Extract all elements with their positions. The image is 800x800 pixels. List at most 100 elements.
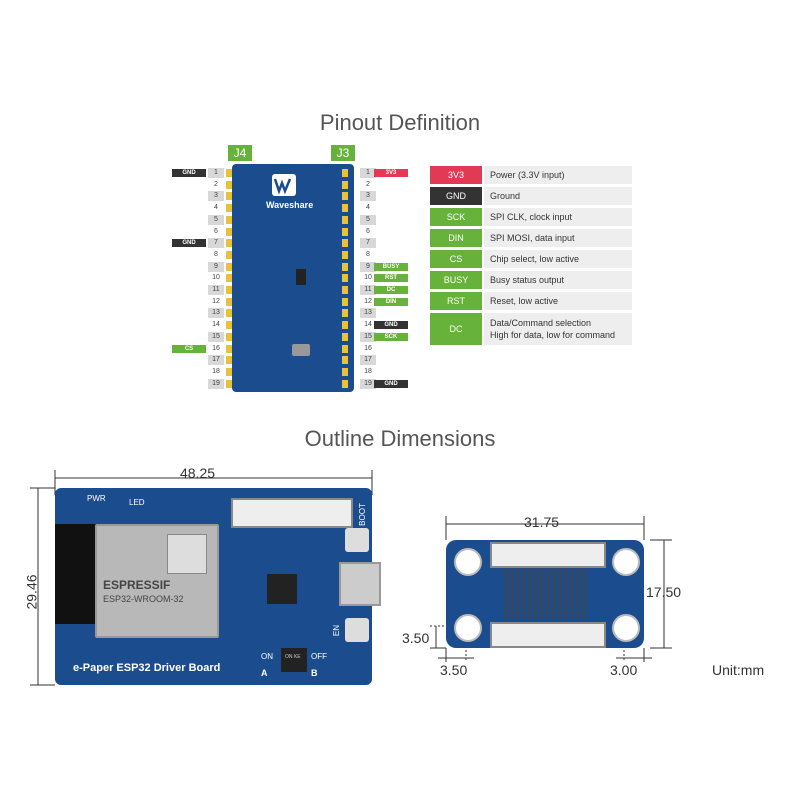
j3-header-pin bbox=[342, 379, 348, 388]
j3-pin-number: 12 bbox=[360, 296, 376, 307]
legend-description-text: SPI CLK, clock input bbox=[490, 212, 573, 222]
legend-key: CS bbox=[430, 250, 482, 268]
j3-pin-number: 14 bbox=[360, 320, 376, 331]
pwr-label: PWR bbox=[87, 494, 106, 503]
j3-pin-number: 2 bbox=[360, 179, 376, 190]
j4-pin-number: 7 bbox=[208, 238, 224, 249]
mounting-hole-icon bbox=[612, 548, 640, 576]
j4-header-pin bbox=[226, 297, 232, 306]
legend-key: GND bbox=[430, 187, 482, 205]
j4-header-pin bbox=[226, 332, 232, 341]
pinout-title: Pinout Definition bbox=[319, 110, 481, 135]
usb-port bbox=[292, 344, 310, 356]
j3-pin-number: 3 bbox=[360, 191, 376, 202]
legend-description-text: Ground bbox=[490, 191, 521, 201]
left-signal-label: GND bbox=[172, 239, 206, 248]
j4-pin-number: 2 bbox=[208, 179, 224, 190]
j3-pin-number: 17 bbox=[360, 355, 376, 366]
right-signal-label: GND bbox=[374, 379, 408, 388]
antenna-area bbox=[55, 524, 97, 624]
legend-key: DC bbox=[430, 313, 482, 345]
mounting-hole-icon bbox=[454, 548, 482, 576]
j4-header-pin bbox=[226, 169, 232, 177]
legend-description-text: Data/Command selection bbox=[490, 318, 592, 328]
legend-description-text: SPI MOSI, data input bbox=[490, 233, 575, 243]
fpc-connector-top bbox=[490, 542, 606, 568]
module-brand: ESPRESSIF bbox=[103, 578, 171, 592]
pinout-board: Waveshare bbox=[232, 164, 354, 392]
usb-bridge-chip bbox=[267, 574, 297, 604]
j3-header-pin bbox=[342, 367, 348, 376]
a-label: A bbox=[261, 668, 268, 678]
j3-header-pin bbox=[342, 332, 348, 341]
legend-key: 3V3 bbox=[430, 166, 482, 184]
switch-label: ON KE bbox=[285, 654, 301, 660]
en-label: EN bbox=[332, 624, 342, 637]
j4-header-pin bbox=[226, 286, 232, 294]
j3-pin-number: 6 bbox=[360, 226, 376, 237]
adapter-height-label: 17.50 bbox=[646, 584, 682, 600]
j3-header-pin bbox=[342, 204, 348, 213]
j4-header-pin bbox=[226, 204, 232, 213]
outline-title: Outline Dimensions bbox=[304, 426, 496, 451]
legend-description-text: Reset, low active bbox=[490, 296, 559, 306]
j3-header-pin bbox=[342, 180, 348, 189]
fpc-adapter-board bbox=[446, 540, 644, 648]
j3-pin-number: 8 bbox=[360, 249, 376, 260]
j4-header-pin bbox=[226, 262, 232, 271]
j4-header-pin bbox=[226, 227, 232, 236]
j4-pin-number: 3 bbox=[208, 191, 224, 202]
j4-pin-number: 4 bbox=[208, 203, 224, 214]
ab-switch[interactable] bbox=[281, 648, 307, 672]
j3-header-pin bbox=[342, 262, 348, 271]
module-name: ESP32-WROOM-32 bbox=[103, 594, 184, 604]
fpc-traces bbox=[504, 568, 588, 620]
j3-pin-number: 15 bbox=[360, 331, 376, 342]
legend-description-text: Chip select, low active bbox=[490, 254, 580, 264]
j3-header-pin bbox=[342, 297, 348, 306]
j4-pin-number: 8 bbox=[208, 249, 224, 260]
j3-pin-number: 11 bbox=[360, 285, 376, 295]
j4-pin-number: 10 bbox=[208, 273, 224, 284]
legend-key: DIN bbox=[430, 229, 482, 247]
legend-description: Reset, low active bbox=[484, 292, 632, 310]
j3-pin-number: 4 bbox=[360, 203, 376, 214]
legend-key: SCK bbox=[430, 208, 482, 226]
j4-header-pin bbox=[226, 356, 232, 365]
right-signal-label: DC bbox=[374, 286, 408, 294]
j3-pin-number: 9 bbox=[360, 261, 376, 272]
unit-label: Unit:mm bbox=[712, 662, 765, 678]
j4-header-pin bbox=[226, 215, 232, 224]
right-signal-label: 3V3 bbox=[374, 169, 408, 177]
j3-pin-number: 19 bbox=[360, 378, 376, 389]
j4-pin-number: 1 bbox=[208, 168, 224, 178]
on-label: ON bbox=[261, 652, 273, 661]
j4-header-pin bbox=[226, 321, 232, 330]
boot-label: BOOT bbox=[357, 503, 367, 526]
j4-pin-number: 5 bbox=[208, 214, 224, 225]
right-signal-label: SCK bbox=[374, 332, 408, 341]
j3-label: J3 bbox=[331, 145, 355, 161]
legend-description: Power (3.3V input) bbox=[484, 166, 632, 184]
j4-pin-number: 13 bbox=[208, 308, 224, 319]
j3-header-pin bbox=[342, 227, 348, 236]
board-name: e-Paper ESP32 Driver Board bbox=[73, 662, 221, 674]
j4-pin-number: 14 bbox=[208, 320, 224, 331]
j3-header-pin bbox=[342, 309, 348, 318]
en-button[interactable] bbox=[345, 618, 369, 642]
legend-description: SPI CLK, clock input bbox=[484, 208, 632, 226]
ic-chip bbox=[296, 269, 306, 285]
j3-pin-number: 13 bbox=[360, 308, 376, 319]
j4-pin-number: 16 bbox=[208, 343, 224, 354]
j4-pin-number: 18 bbox=[208, 366, 224, 377]
j4-pin-number: 6 bbox=[208, 226, 224, 237]
legend-description: Chip select, low active bbox=[484, 250, 632, 268]
j3-pin-number: 18 bbox=[360, 366, 376, 377]
j3-pin-number: 7 bbox=[360, 238, 376, 249]
j4-pin-number: 9 bbox=[208, 261, 224, 272]
j4-pin-number: 19 bbox=[208, 378, 224, 389]
boot-button[interactable] bbox=[345, 528, 369, 552]
j3-header-pin bbox=[342, 239, 348, 248]
j4-header-pin bbox=[226, 367, 232, 376]
legend-description: Ground bbox=[484, 187, 632, 205]
